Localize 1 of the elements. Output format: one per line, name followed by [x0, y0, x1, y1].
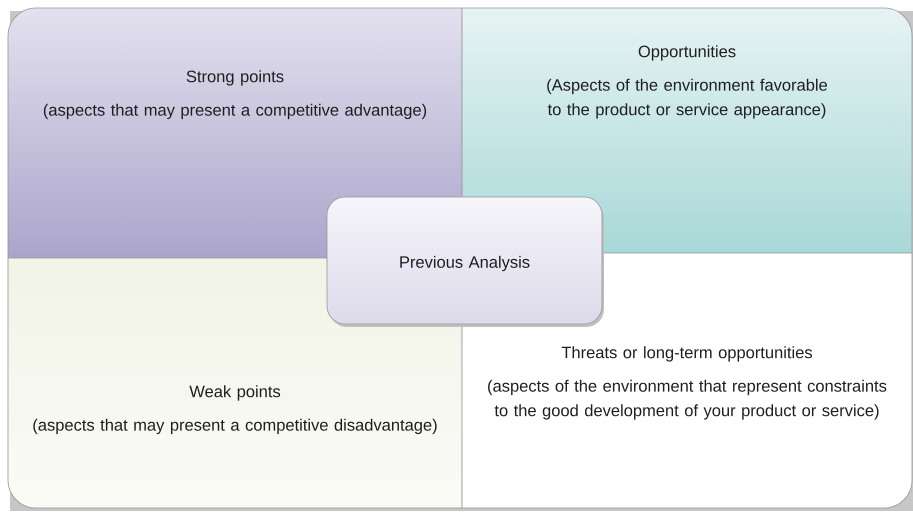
center-box: Previous Analysis: [326, 196, 604, 327]
